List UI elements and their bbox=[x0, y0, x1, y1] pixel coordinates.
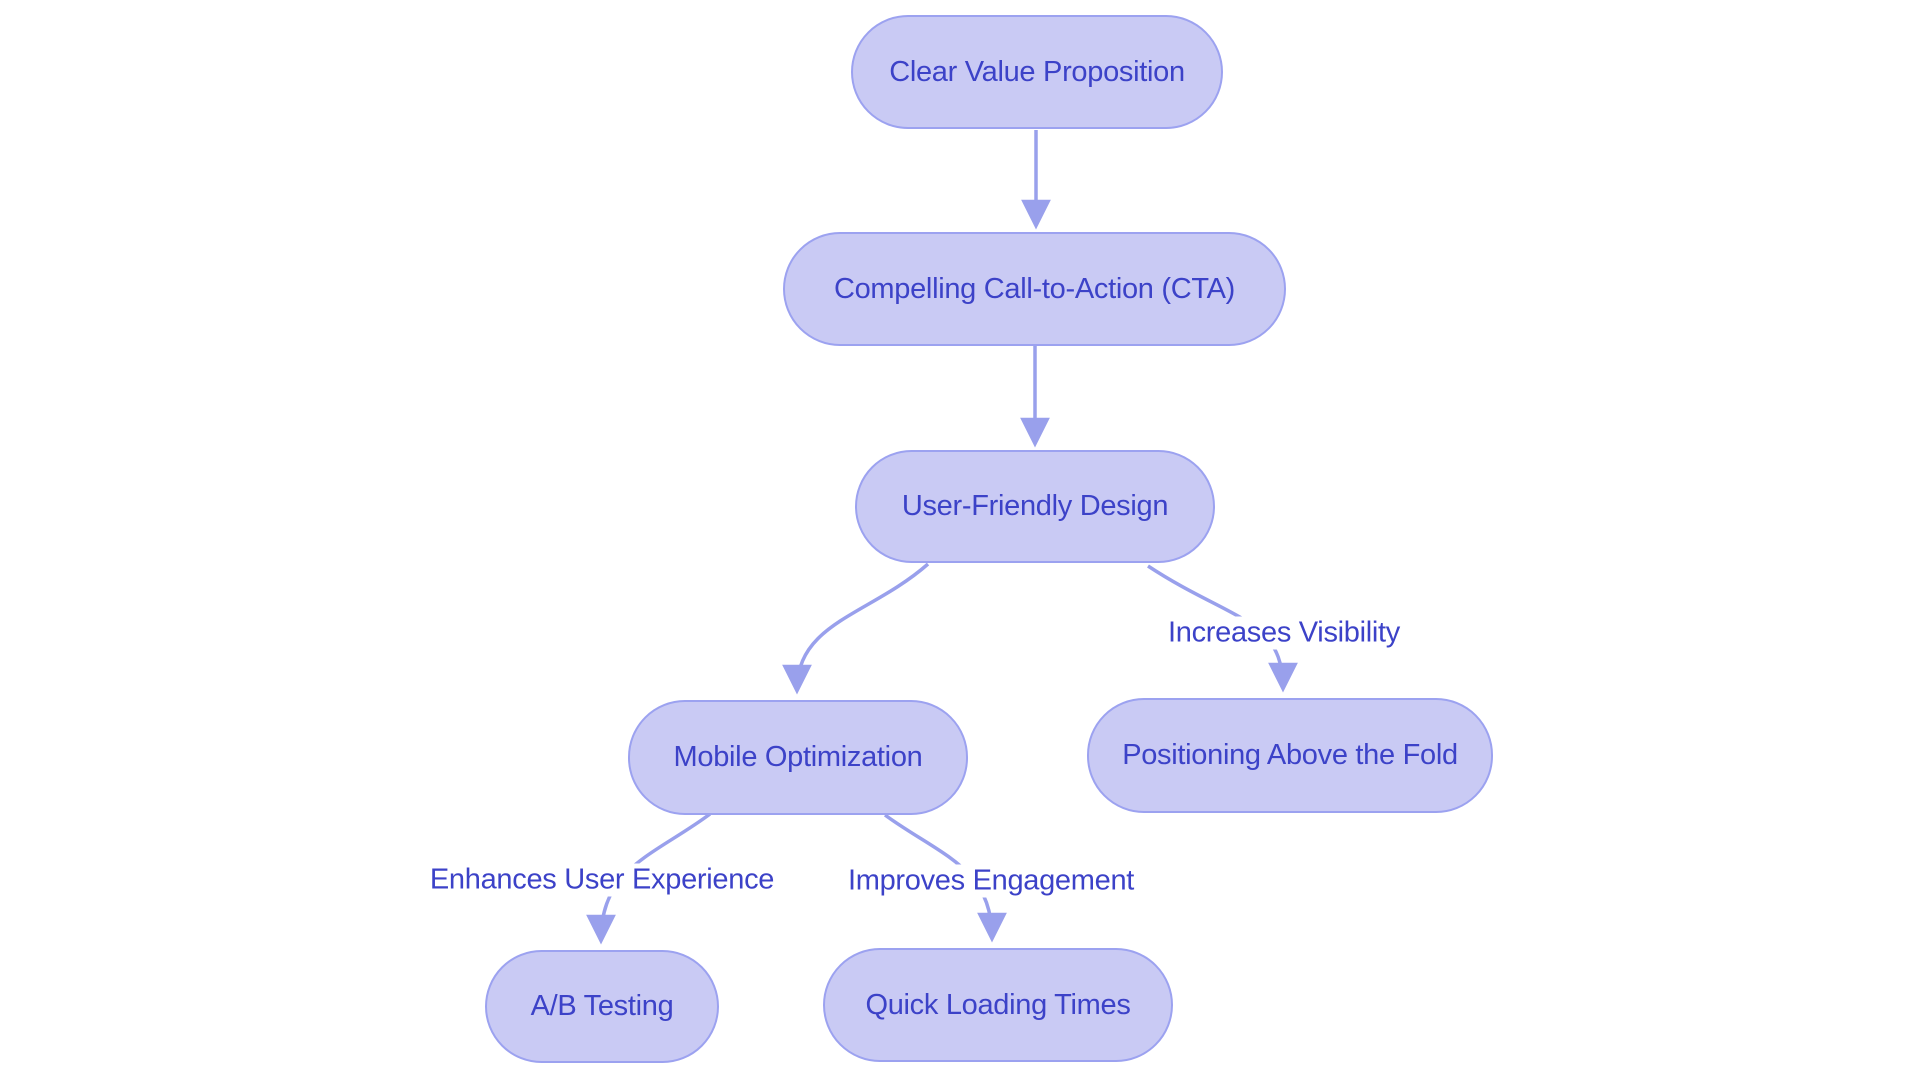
node-label: Positioning Above the Fold bbox=[1122, 739, 1458, 771]
node-user-friendly-design: User-Friendly Design bbox=[855, 450, 1215, 563]
node-clear-value-proposition: Clear Value Proposition bbox=[851, 15, 1223, 129]
node-label: Compelling Call-to-Action (CTA) bbox=[833, 272, 1236, 305]
node-mobile-optimization: Mobile Optimization bbox=[628, 700, 968, 815]
edge-label-enhances-user-experience: Enhances User Experience bbox=[424, 863, 780, 897]
node-label: Clear Value Proposition bbox=[889, 55, 1185, 88]
edge-label-improves-engagement: Improves Engagement bbox=[842, 864, 1140, 898]
edge-label-increases-visibility: Increases Visibility bbox=[1162, 616, 1406, 650]
node-ab-testing: A/B Testing bbox=[485, 950, 719, 1063]
node-label: Mobile Optimization bbox=[673, 741, 923, 773]
node-quick-loading-times: Quick Loading Times bbox=[823, 948, 1173, 1062]
node-positioning-above-the-fold: Positioning Above the Fold bbox=[1087, 698, 1493, 813]
node-label: A/B Testing bbox=[530, 990, 674, 1022]
node-compelling-cta: Compelling Call-to-Action (CTA) bbox=[783, 232, 1286, 346]
edge-user-friendly-to-mobile bbox=[782, 562, 930, 695]
node-label: Quick Loading Times bbox=[865, 988, 1131, 1021]
node-label: User-Friendly Design bbox=[901, 490, 1169, 522]
